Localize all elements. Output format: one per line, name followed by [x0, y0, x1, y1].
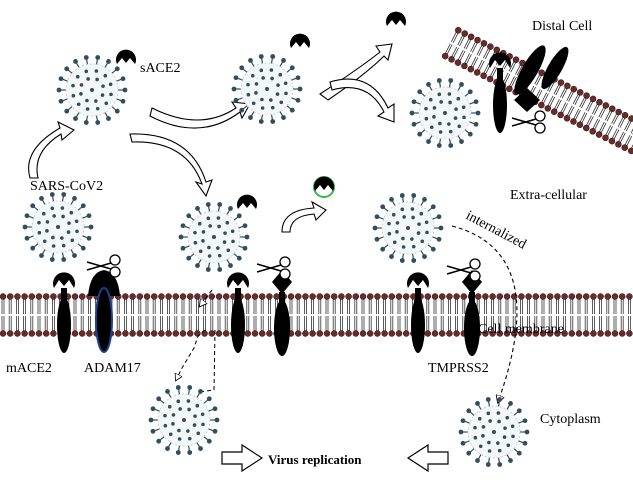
membrane-proteins	[53, 45, 569, 356]
scissors-icon	[446, 258, 481, 282]
block-arrow-icon	[406, 443, 449, 473]
ace2-receptor-icon	[53, 272, 75, 353]
virus-icon	[178, 202, 250, 272]
extra-cellular-label: Extra-cellular	[510, 188, 587, 203]
curved-arrow-icon	[281, 200, 327, 233]
mace2-label: mACE2	[6, 361, 52, 376]
virus-icon	[148, 385, 220, 455]
internalized-label: internalized	[463, 208, 528, 252]
adam17-label: ADAM17	[84, 361, 141, 376]
curved-arrow-icon	[28, 120, 75, 179]
ace2-receptor-icon	[488, 52, 511, 133]
virus-icon	[56, 55, 128, 125]
process-arrows	[28, 43, 518, 402]
ace2-receptor-icon	[227, 272, 249, 353]
adam17-protease-icon	[272, 270, 292, 356]
ace2-receptor-icon	[514, 45, 569, 95]
cytoplasm-label: Cytoplasm	[540, 412, 601, 427]
scissors-icon	[511, 110, 546, 134]
scissors-icon	[86, 254, 121, 278]
curved-arrow-icon	[197, 329, 216, 393]
virus-icon	[409, 78, 481, 148]
adam17-protease-icon	[88, 270, 120, 353]
replication-arrows	[221, 443, 449, 473]
curved-arrow-icon	[129, 133, 213, 198]
virus-icon	[458, 397, 530, 467]
ace2-receptor-icon	[406, 272, 429, 353]
sace2-fragment-icon	[385, 11, 406, 26]
curved-arrow-icon	[200, 289, 213, 306]
sace2-fragment-icon	[116, 49, 136, 64]
curved-arrow-icon	[149, 101, 251, 129]
curved-arrow-icon	[329, 78, 395, 123]
curved-arrow-icon	[451, 225, 518, 402]
distal-cell-label: Distal Cell	[532, 19, 592, 34]
sace2-fragment-icon	[290, 33, 310, 48]
virus-replication-label: Virus replication	[268, 452, 362, 467]
curved-arrow-icon	[319, 43, 393, 101]
virus-particles	[22, 54, 530, 467]
tmprss2-label: TMPRSS2	[428, 361, 489, 376]
cell-membrane-label: Cell membrane	[478, 322, 564, 337]
virus-icon	[372, 193, 444, 263]
sace2-fragments	[116, 11, 406, 209]
block-arrow-icon	[221, 443, 264, 473]
sars-cov2-label: SARS-CoV2	[30, 179, 103, 194]
sace2-fragment-icon	[313, 176, 335, 198]
scissors-group	[86, 110, 546, 282]
tmprss2-protease-icon	[514, 88, 540, 112]
curved-arrow-icon	[176, 329, 206, 380]
sace2-fragment-icon	[236, 194, 257, 209]
scissors-icon	[256, 256, 291, 280]
sace2-label: sACE2	[140, 61, 180, 76]
virus-icon	[231, 54, 303, 124]
virus-icon	[22, 192, 94, 262]
